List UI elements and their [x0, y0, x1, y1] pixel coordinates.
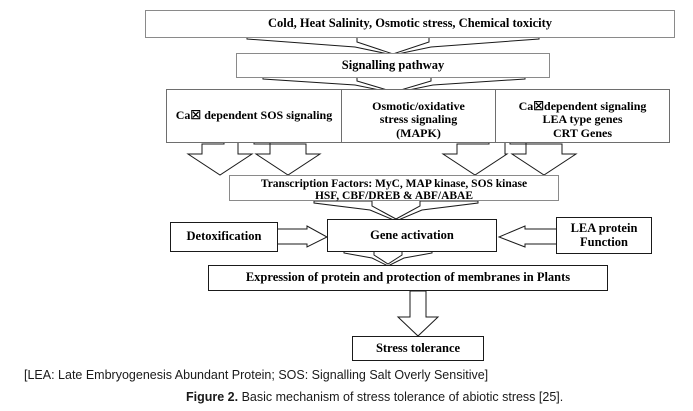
arrow-column1-to-transcription-factors: [184, 141, 256, 176]
figure-caption: Figure 2. Basic mechanism of stress tole…: [186, 390, 563, 404]
box-stressors: Cold, Heat Salinity, Osmotic stress, Che…: [145, 10, 675, 38]
column-ca-dependent-sos: Ca☒ dependent SOS signaling: [167, 90, 341, 142]
box-lea-protein-function: LEA protein Function: [556, 217, 652, 254]
column-osmotic-oxidative: Osmotic/oxidative stress signaling (MAPK…: [341, 90, 495, 142]
box-transcription-factors-label: Transcription Factors: MyC, MAP kinase, …: [230, 178, 558, 203]
box-signalling-pathway-label: Signalling pathway: [341, 57, 445, 72]
transcription-factors-line-1: Transcription Factors: MyC, MAP kinase, …: [260, 178, 528, 190]
lea-genes-line-2: LEA type genes: [542, 112, 623, 127]
box-stress-tolerance-label: Stress tolerance: [375, 340, 461, 355]
row-signaling-columns: Ca☒ dependent SOS signaling Osmotic/oxid…: [166, 89, 670, 143]
osmotic-line-1: Osmotic/oxidative: [372, 99, 465, 114]
figure-caption-text: Basic mechanism of stress tolerance of a…: [238, 390, 564, 404]
legend-abbreviations: [LEA: Late Embryogenesis Abundant Protei…: [24, 368, 489, 382]
lea-protein-line-2: Function: [580, 234, 628, 249]
lea-genes-line-3: CRT Genes: [552, 125, 612, 140]
arrow-lea-protein-to-gene-activation: [497, 225, 558, 248]
box-transcription-factors: Transcription Factors: MyC, MAP kinase, …: [229, 175, 559, 203]
box-gene-activation: Gene activation: [327, 219, 497, 252]
column-osmotic-oxidative-label: Osmotic/oxidative stress signaling (MAPK…: [372, 100, 465, 140]
lea-genes-line-1: Ca☒dependent signaling: [518, 99, 647, 114]
arrow-transcription-factors-to-gene-activation: [306, 200, 486, 222]
arrow-detoxification-to-gene-activation: [276, 225, 329, 248]
osmotic-line-2: stress signaling: [379, 112, 458, 127]
column-ca-dependent-sos-label: Ca☒ dependent SOS signaling: [175, 108, 333, 123]
transcription-factors-line-2: HSF, CBF/DREB & ABF/ABAE: [314, 190, 474, 203]
arrow-column1b-to-transcription-factors: [250, 141, 324, 176]
box-stress-tolerance: Stress tolerance: [352, 336, 484, 361]
box-expression-of-protein-label: Expression of protein and protection of …: [245, 270, 571, 285]
box-stressors-label: Cold, Heat Salinity, Osmotic stress, Che…: [267, 16, 553, 31]
box-lea-protein-function-label: LEA protein Function: [557, 221, 651, 249]
box-signalling-pathway: Signalling pathway: [236, 53, 550, 78]
arrow-gene-activation-to-expression: [338, 250, 438, 267]
arrow-expression-to-stress-tolerance: [396, 290, 440, 337]
arrow-column3-to-transcription-factors: [506, 141, 580, 176]
osmotic-line-3: (MAPK): [396, 125, 441, 140]
box-detoxification-label: Detoxification: [186, 229, 262, 244]
column-ca-dependent-lea: Ca☒dependent signaling LEA type genes CR…: [495, 90, 669, 142]
arrow-column2-to-transcription-factors: [437, 141, 511, 176]
box-expression-of-protein: Expression of protein and protection of …: [208, 265, 608, 291]
box-gene-activation-label: Gene activation: [370, 227, 454, 242]
lea-protein-line-1: LEA protein: [570, 221, 638, 235]
figure-caption-label: Figure 2.: [186, 390, 239, 404]
box-detoxification: Detoxification: [170, 222, 278, 252]
column-ca-dependent-lea-label: Ca☒dependent signaling LEA type genes CR…: [519, 100, 647, 140]
